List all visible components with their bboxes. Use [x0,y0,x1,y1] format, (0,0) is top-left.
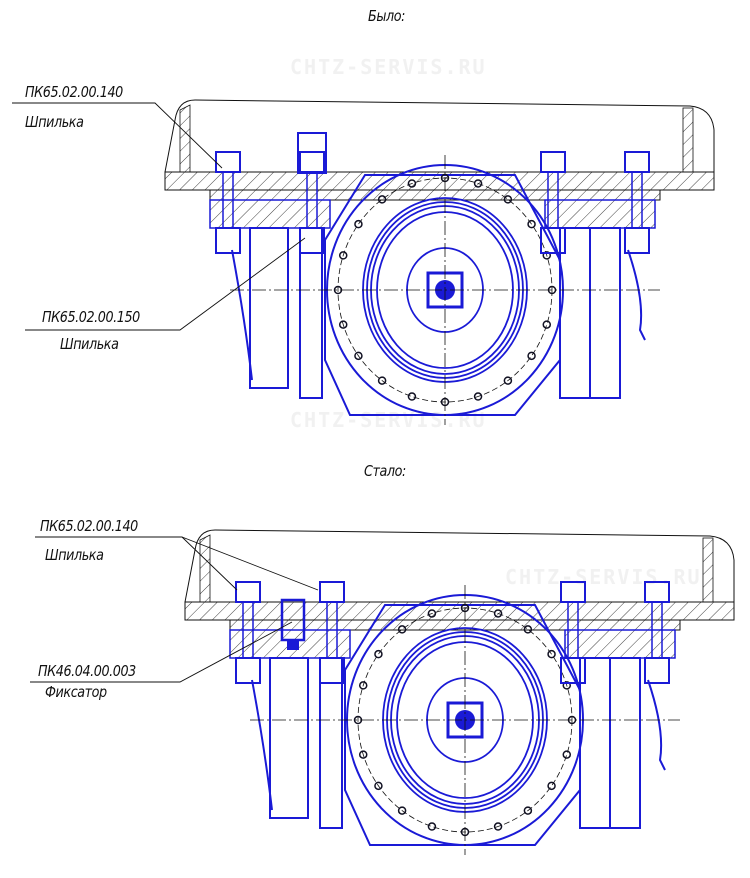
housing-wall [702,537,714,603]
stud-nut-bottom [215,227,241,254]
stud-nut-top [540,151,566,173]
flange-right [564,629,676,659]
bracket-curve [627,249,646,341]
flange-bolt [547,649,556,659]
watermark: CHTZ-SERVIS.RU [290,408,487,432]
flange-bolt [397,625,407,634]
callout-code: ПК46.04.00.003 [38,662,136,680]
stud-nut-bottom [319,657,345,684]
flange-bolt [542,251,552,260]
flange-bolt [407,179,417,188]
flange-bolt [493,822,503,831]
side-bracket [249,227,289,389]
flange-bolt [354,351,363,361]
flange-bolt [338,251,348,260]
watermark: CHTZ-SERVIS.RU [505,565,702,589]
stud-nut-top [235,581,261,603]
bracket-curve [231,249,253,381]
callout-code: ПК65.02.00.140 [40,517,138,535]
bracket-curve [647,679,666,771]
flange-bolt [562,681,572,690]
flange-bolt [473,392,483,401]
flange-bolt [377,195,387,204]
leader-line [12,102,223,169]
flange-bolt [562,750,572,759]
watermark: CHTZ-SERVIS.RU [290,55,487,79]
stud-nut-bottom [624,227,650,254]
stud-nut-top [624,151,650,173]
mounting-plate [164,171,715,201]
stud-nut-top [319,581,345,603]
flange-bolt [427,822,437,831]
flange-bolt [407,392,417,401]
view-after [184,529,735,855]
flange-left [209,199,331,229]
housing-outline [184,529,735,621]
side-bracket [589,227,621,399]
flange-right [544,199,656,229]
flange-bolt [523,806,533,815]
fixer-tip [287,640,299,650]
flange-bolt [527,219,536,229]
stud-nut-top [644,581,670,603]
flange-bolt [493,609,503,618]
side-bracket [269,657,309,819]
housing-wall [179,104,191,173]
leader-line [25,237,306,331]
leader-lines [12,102,319,683]
leader-line [181,536,319,591]
flange-bolt [523,625,533,634]
flange-bolt [338,320,348,329]
callout-name: Шпилька [60,335,119,353]
flange-bolt [374,781,383,791]
callout-name: Шпилька [45,546,104,564]
view-title-before: Было: [368,7,405,25]
stud-nut-bottom [235,657,261,684]
stud-nut-bottom [540,227,566,254]
flange-bolt [542,320,552,329]
flange-bolt [397,806,407,815]
callout-code: ПК65.02.00.150 [42,308,140,326]
flange-bolt [547,781,556,791]
housing-outline [164,99,715,191]
bracket-curve [251,679,273,811]
flange-bolt [503,195,513,204]
flange-bolt [377,376,387,385]
side-bracket [609,657,641,829]
flange-bolt [374,649,383,659]
stud-nut-bottom [299,227,325,254]
view-title-after: Стало: [364,462,406,480]
callout-name: Шпилька [25,113,84,131]
flange-bolt [358,750,368,759]
flange-bolt [503,376,513,385]
flange-bolt [358,681,368,690]
flange-bolt [354,219,363,229]
flange-bolt [527,351,536,361]
callout-code: ПК65.02.00.140 [25,83,123,101]
housing-wall [682,107,694,173]
stud-nut-top [299,151,325,173]
mounting-plate [184,601,735,631]
stud-nut-bottom [644,657,670,684]
long-stud-head [297,132,327,174]
view-before [164,99,715,425]
leader-line [30,621,293,683]
flange-bolt [427,609,437,618]
callout-name: Фиксатор [45,683,107,701]
stud-nut-bottom [560,657,586,684]
stud-nut-top [560,581,586,603]
stud-nut-top [215,151,241,173]
flange-bolt [473,179,483,188]
